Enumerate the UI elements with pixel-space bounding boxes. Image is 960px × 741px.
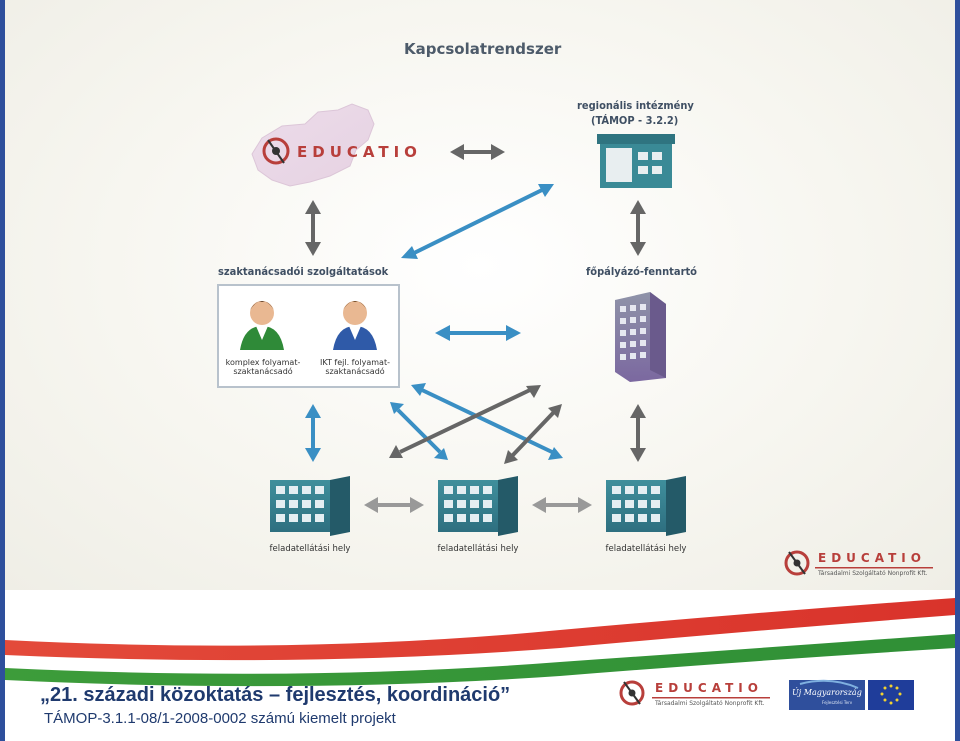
arrow-educatio-regional [450, 144, 505, 160]
person1-caption: komplex folyamat- szaktanácsadó [224, 358, 302, 376]
flag-ribbon [5, 598, 955, 687]
footer-title: „21. századi közoktatás – fejlesztés, ko… [40, 684, 511, 706]
school-building-icon [270, 476, 350, 536]
educatio-logo-icon [262, 137, 290, 165]
regional-label-line2: (TÁMOP - 3.2.2) [591, 114, 679, 127]
footer-subtitle: TÁMOP-3.1.1-08/1-2008-0002 számú kiemelt… [44, 710, 396, 727]
umft-logo-icon [789, 679, 865, 710]
fenntarto-tower-icon [615, 292, 666, 382]
arrow-fenntarto-school3 [630, 404, 646, 462]
person-blue-icon [333, 301, 377, 350]
person1-caption-line2: szaktanácsadó [233, 367, 293, 376]
school-building-icon [438, 476, 518, 536]
regional-label-line1: regionális intézmény [577, 99, 694, 112]
person2-caption: IKT fejl. folyamat- szaktanácsadó [314, 358, 396, 376]
right-border [955, 0, 960, 741]
educatio-wordmark-small: EDUCATIO [818, 551, 926, 565]
arrow-cross-gray-1 [389, 385, 541, 458]
feladat-label-1: feladatellátási hely [269, 544, 351, 554]
arrow-szaktanacsado-regional [401, 184, 554, 259]
umft-text-line2: Fejlesztési Terv [822, 700, 853, 705]
arrow-cross-gray-2 [504, 404, 562, 464]
arrow-cross-blue-2 [411, 383, 563, 460]
educatio-subtitle: Társadalmi Szolgáltató Nonprofit Kft. [818, 570, 928, 577]
umft-text-line1: Új Magyarország [792, 688, 862, 697]
feladat-label-3: feladatellátási hely [605, 544, 687, 554]
arrow-educatio-szaktanacsado [305, 200, 321, 256]
hungary-map-icon [251, 103, 375, 187]
educatio-wordmark: EDUCATIO [297, 143, 422, 161]
diagram-title: Kapcsolatrendszer [404, 40, 562, 58]
person2-caption-line1: IKT fejl. folyamat- [320, 358, 390, 367]
arrow-school1-school2 [364, 497, 424, 513]
fenntarto-label: főpályázó-fenntartó [586, 265, 697, 278]
regional-institution-icon [597, 134, 675, 188]
arrow-szaktanacsado-fenntarto [435, 325, 521, 341]
footer-educatio-wordmark: EDUCATIO [655, 681, 763, 695]
arrow-szaktanacsado-school1 [305, 404, 321, 462]
footer-educatio-logo-icon [619, 680, 770, 706]
footer-educatio-subtitle: Társadalmi Szolgáltató Nonprofit Kft. [655, 700, 765, 707]
eu-flag-icon [868, 680, 914, 710]
person1-caption-line1: komplex folyamat- [225, 358, 301, 367]
szaktanacsado-label: szaktanácsadói szolgáltatások [218, 265, 389, 278]
school-building-icon [606, 476, 686, 536]
educatio-logo-small-icon [784, 550, 933, 576]
arrow-regional-fenntarto [630, 200, 646, 256]
person-green-icon [240, 301, 284, 350]
arrow-school2-school3 [532, 497, 592, 513]
feladat-label-2: feladatellátási hely [437, 544, 519, 554]
left-border [0, 0, 5, 741]
arrow-cross-blue-1 [390, 402, 448, 460]
person2-caption-line2: szaktanácsadó [325, 367, 385, 376]
